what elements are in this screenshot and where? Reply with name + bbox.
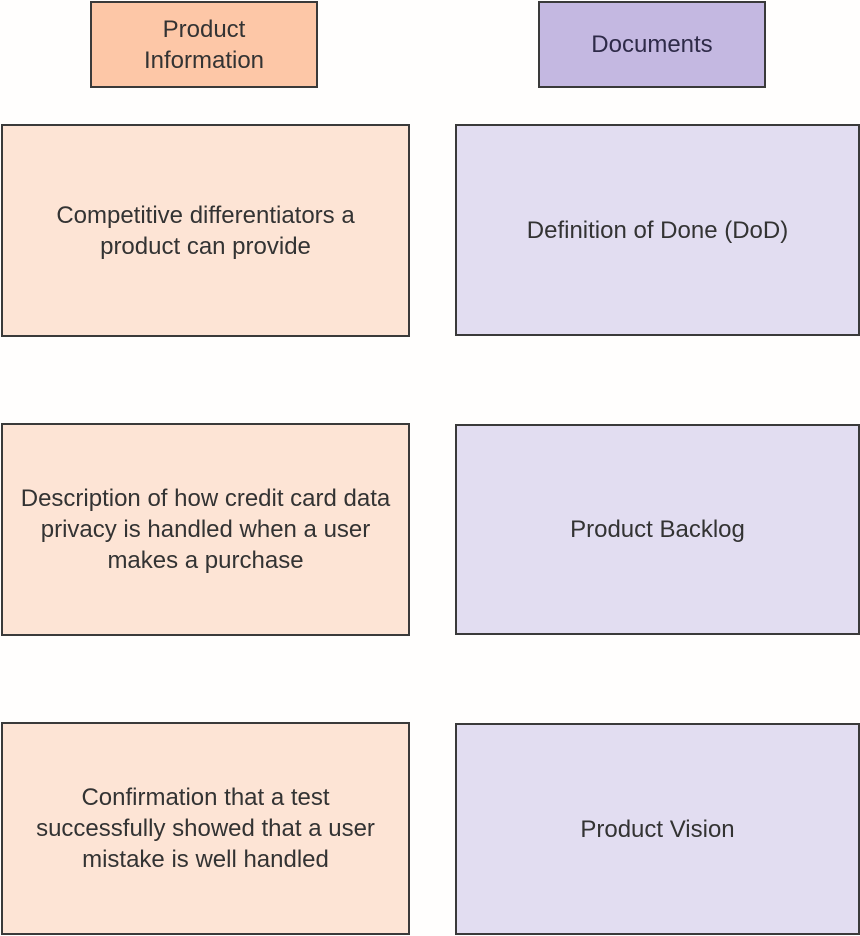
header-label: Product Information [143, 15, 265, 74]
document-drop-target[interactable]: Definition of Done (DoD) [455, 124, 860, 336]
card-label: Definition of Done (DoD) [526, 216, 789, 244]
document-drop-target[interactable]: Product Backlog [455, 424, 860, 635]
card-label: Competitive differentiators a product ca… [56, 201, 355, 260]
documents-header: Documents [538, 1, 766, 88]
product-information-header: Product Information [90, 1, 318, 88]
document-drop-target[interactable]: Product Vision [455, 723, 860, 935]
card-label: Confirmation that a test successfully sh… [36, 784, 375, 873]
card-label: Product Vision [580, 815, 735, 843]
card-label: Product Backlog [570, 516, 745, 543]
header-label: Documents [591, 31, 713, 58]
card-label: Description of how credit card data priv… [20, 485, 391, 574]
product-item-card[interactable]: Competitive differentiators a product ca… [1, 124, 410, 337]
product-item-card[interactable]: Description of how credit card data priv… [1, 423, 410, 636]
product-item-card[interactable]: Confirmation that a test successfully sh… [1, 722, 410, 935]
